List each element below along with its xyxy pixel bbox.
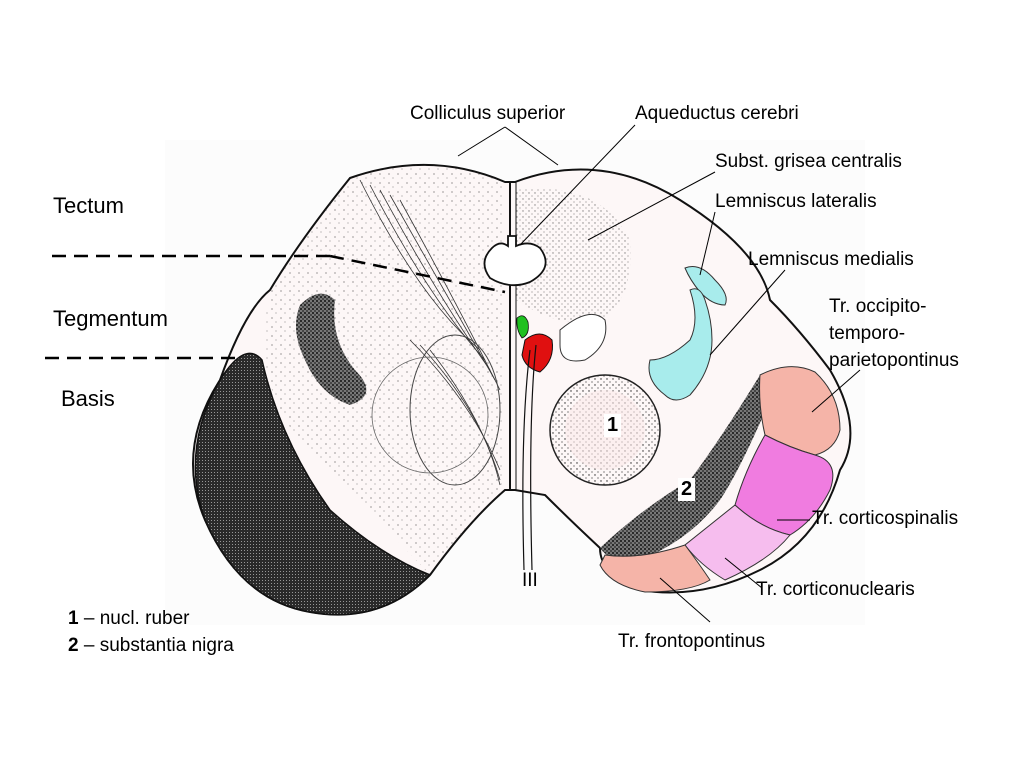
lemniscus-lateralis (684, 266, 727, 306)
nerve-iii-fibers (522, 344, 537, 571)
left-substantia-nigra (296, 293, 367, 405)
oculomotor-nucleus (559, 313, 607, 362)
label-tectum: Tectum (53, 193, 124, 218)
subst-grisea-centralis (516, 188, 631, 323)
lemniscus-medialis (648, 288, 713, 401)
label-tr-frontopontinus: Tr. frontopontinus (618, 631, 766, 652)
legend-item-2: 2 – substantia nigra (68, 635, 234, 657)
label-basis: Basis (61, 386, 115, 411)
legend-item-1: 1 – nucl. ruber (68, 608, 189, 630)
label-tr-corticospinalis: Tr. corticospinalis (812, 508, 959, 529)
red-nucleus-small (521, 333, 553, 373)
tectum-dash-line-2 (329, 254, 506, 294)
legend-num-2: 2 (68, 635, 79, 656)
tr-occipito-temporo-parietopontinus (759, 366, 841, 456)
substantia-nigra (600, 372, 772, 562)
label-colliculus-superior: Colliculus superior (410, 103, 566, 124)
left-nucl-ruber-circle (371, 356, 489, 474)
label-lemniscus-medialis: Lemniscus medialis (748, 249, 914, 270)
left-basis-dark (194, 352, 432, 616)
leader-lines (457, 124, 861, 623)
label-tr-occipito-3: parietopontinus (829, 350, 959, 371)
label-nerve-iii: III (522, 570, 538, 591)
label-lemniscus-lateralis: Lemniscus lateralis (715, 191, 877, 212)
label-tr-occipito-2: temporo- (829, 323, 906, 344)
tr-frontopontinus (599, 544, 711, 593)
legend-text-1: – nucl. ruber (78, 608, 190, 629)
label-tegmentum: Tegmentum (53, 306, 168, 331)
marker-1: 1 (604, 414, 622, 437)
legend-text-2: – substantia nigra (78, 635, 234, 656)
label-tr-corticonuclearis: Tr. corticonuclearis (756, 579, 915, 600)
left-tegmentum-stipple (264, 164, 505, 575)
left-nucl-ruber-outline (409, 334, 501, 486)
label-aqueductus-cerebri: Aqueductus cerebri (635, 103, 799, 124)
aqueductus-cerebri (483, 235, 547, 287)
label-tr-occipito-1: Tr. occipito- (829, 296, 927, 317)
legend-num-1: 1 (68, 608, 79, 629)
tr-corticonuclearis (684, 504, 791, 581)
green-nucleus (516, 315, 529, 339)
marker-2: 2 (678, 478, 696, 501)
tr-corticospinalis (734, 434, 834, 536)
label-subst-grisea-centralis: Subst. grisea centralis (715, 151, 902, 172)
